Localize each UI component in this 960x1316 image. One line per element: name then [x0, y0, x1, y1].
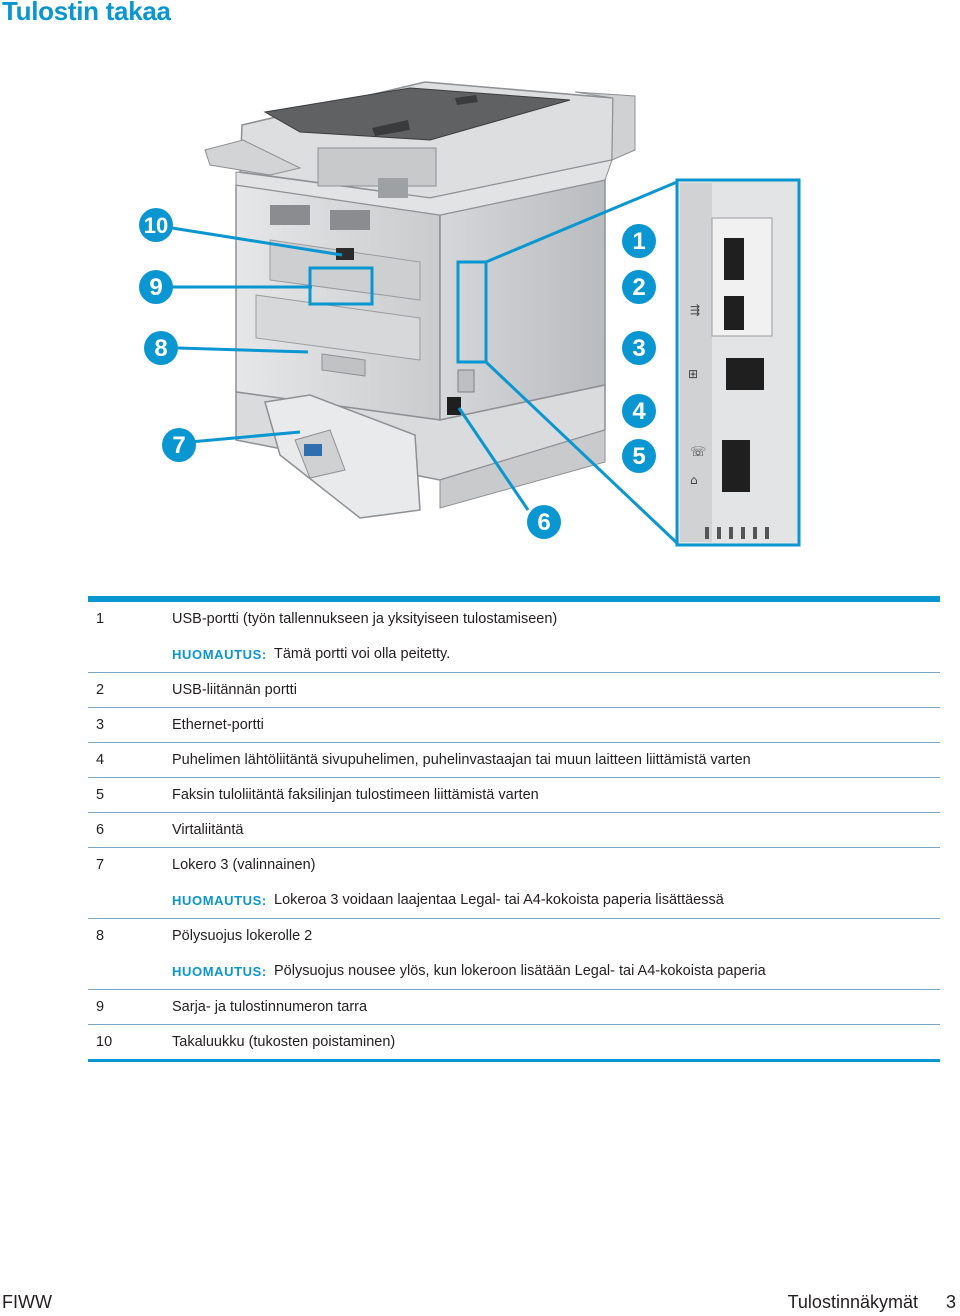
- item-number: 4: [96, 752, 105, 768]
- note-text: Lokeroa 3 voidaan laajentaa Legal- tai A…: [274, 892, 724, 908]
- callout-1: 1: [632, 228, 645, 255]
- item-description: Virtaliitäntä: [172, 822, 244, 838]
- note-row: HUOMAUTUS: Tämä portti voi olla peitetty…: [88, 636, 940, 673]
- note-text: Tämä portti voi olla peitetty.: [274, 646, 451, 662]
- item-number: 1: [96, 611, 105, 627]
- ports-zoom-inset: ⇶ ⊞ ☏ ⌂: [675, 178, 801, 547]
- item-description: USB-liitännän portti: [172, 682, 297, 698]
- note-row: HUOMAUTUS: Lokeroa 3 voidaan laajentaa L…: [88, 882, 940, 919]
- legend-row: 5 Faksin tuloliitäntä faksilinjan tulost…: [88, 778, 940, 813]
- legend-row: 7 Lokero 3 (valinnainen): [88, 848, 940, 882]
- item-description: Takaluukku (tukosten poistaminen): [172, 1034, 396, 1050]
- footer-code: FIWW: [2, 1292, 52, 1312]
- legend-row: 2 USB-liitännän portti: [88, 673, 940, 708]
- ethernet-icon: ⊞: [688, 367, 698, 381]
- legend-row: 3 Ethernet-portti: [88, 708, 940, 743]
- item-description: Puhelimen lähtöliitäntä sivupuhelimen, p…: [172, 752, 751, 768]
- note-text: Pölysuojus nousee ylös, kun lokeroon lis…: [274, 963, 766, 979]
- footer-right: Tulostinnäkymät 3: [788, 1292, 956, 1313]
- legend-row: 8 Pölysuojus lokerolle 2: [88, 919, 940, 953]
- item-description: Faksin tuloliitäntä faksilinjan tulostim…: [172, 787, 539, 803]
- item-description: Ethernet-portti: [172, 717, 264, 733]
- item-number: 7: [96, 857, 105, 873]
- callout-2: 2: [632, 274, 645, 301]
- item-number: 2: [96, 682, 105, 698]
- item-description: Sarja- ja tulostinnumeron tarra: [172, 999, 368, 1015]
- callout-4: 4: [632, 398, 646, 425]
- legend-row: 1 USB-portti (työn tallennukseen ja yksi…: [88, 602, 940, 636]
- callout-numbers: 10 9 8 7 1 2 3 4 5 6: [139, 208, 656, 539]
- note-label: HUOMAUTUS:: [172, 963, 267, 979]
- page-number: 3: [945, 1292, 956, 1312]
- callout-8: 8: [154, 335, 167, 362]
- phone-icon: ☏: [690, 445, 706, 460]
- item-description: USB-portti (työn tallennukseen ja yksity…: [172, 611, 558, 627]
- item-number: 3: [96, 717, 105, 733]
- callout-5: 5: [632, 443, 645, 470]
- legend-row: 6 Virtaliitäntä: [88, 813, 940, 848]
- item-description: Lokero 3 (valinnainen): [172, 857, 316, 873]
- usb-icon: ⇶: [690, 303, 700, 317]
- note-row: HUOMAUTUS: Pölysuojus nousee ylös, kun l…: [88, 953, 940, 990]
- callout-9: 9: [149, 274, 162, 301]
- legend-row: 10 Takaluukku (tukosten poistaminen): [88, 1025, 940, 1062]
- item-number: 10: [96, 1034, 113, 1050]
- note-label: HUOMAUTUS:: [172, 892, 267, 908]
- legend-table: 1 USB-portti (työn tallennukseen ja yksi…: [88, 596, 940, 1062]
- item-number: 5: [96, 787, 105, 803]
- callout-3: 3: [632, 335, 645, 362]
- ports-highlight: [456, 260, 488, 364]
- callout-10: 10: [144, 213, 168, 238]
- callout-lines: [171, 180, 679, 545]
- item-number: 9: [96, 999, 105, 1015]
- item-number: 8: [96, 928, 105, 944]
- page-title: Tulostin takaa: [2, 0, 171, 26]
- item-number: 6: [96, 822, 105, 838]
- callout-7: 7: [172, 432, 185, 459]
- note-label: HUOMAUTUS:: [172, 646, 267, 662]
- callout-6: 6: [537, 509, 550, 536]
- fax-line-icon: ⌂: [690, 473, 698, 487]
- footer-section: Tulostinnäkymät: [787, 1292, 918, 1312]
- legend-row: 4 Puhelimen lähtöliitäntä sivupuhelimen,…: [88, 743, 940, 778]
- legend-row: 9 Sarja- ja tulostinnumeron tarra: [88, 990, 940, 1025]
- printer-rear-illustration: ⇶ ⊞ ☏ ⌂ 10 9 8 7 1 2 3: [139, 81, 801, 547]
- tray-3: [235, 384, 606, 519]
- item-description: Pölysuojus lokerolle 2: [172, 928, 313, 944]
